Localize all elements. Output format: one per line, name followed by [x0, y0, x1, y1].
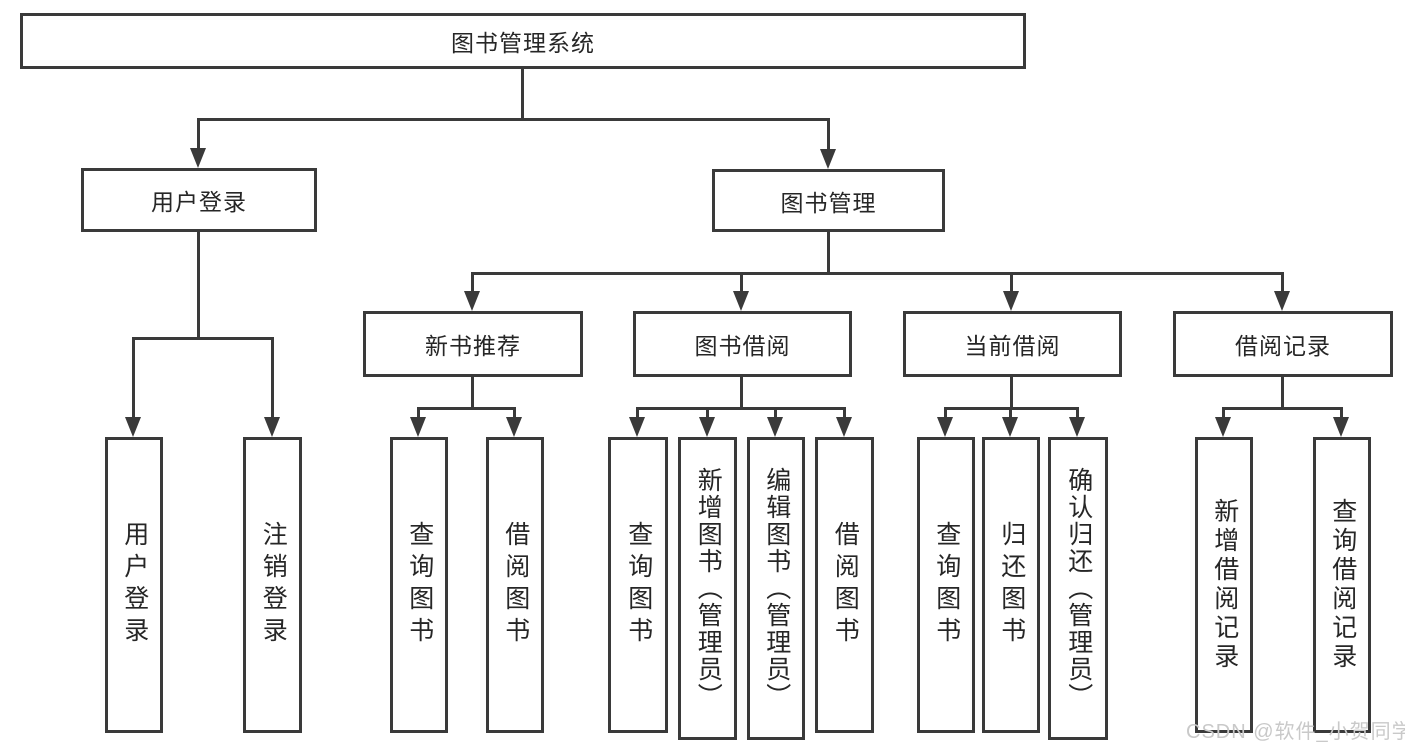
node-label: 图书管理 — [780, 189, 877, 216]
node-rec-borrow-book: 借阅图书 — [486, 437, 544, 733]
node-label: 查询图书 — [624, 521, 653, 649]
node-br-add-record: 新增借阅记录 — [1195, 437, 1253, 733]
node-label: 用户登录 — [151, 189, 247, 215]
connector-drop-user-login — [132, 337, 135, 420]
down-arrow-icon — [1333, 417, 1349, 437]
node-book-borrow: 图书借阅 — [633, 311, 852, 377]
connector-drop — [843, 407, 846, 420]
connector-new-book-stem — [471, 377, 474, 407]
connector-current-stem — [1010, 377, 1013, 407]
node-bb-add-book-admin: 新增图书（管理员） — [678, 437, 737, 740]
node-user-login-branch: 用户登录 — [81, 168, 317, 232]
node-label: 查询图书 — [405, 521, 434, 649]
down-arrow-icon — [1069, 417, 1085, 437]
connector-drop — [417, 407, 420, 420]
connector-drop-new-book — [471, 272, 474, 294]
connector-drop-records — [1281, 272, 1284, 294]
down-arrow-icon — [733, 291, 749, 311]
node-cb-query-book: 查询图书 — [917, 437, 975, 733]
node-rec-query-book: 查询图书 — [390, 437, 448, 733]
node-label: 归还图书 — [997, 521, 1026, 649]
node-label: 注销登录 — [259, 521, 288, 649]
connector-new-book-rail — [417, 407, 516, 410]
connector-drop — [1009, 407, 1012, 420]
connector-drop — [1222, 407, 1225, 420]
connector-user-branch-rail — [132, 337, 274, 340]
node-book-management-branch: 图书管理 — [712, 169, 945, 232]
node-label: 新增图书（管理员） — [694, 467, 723, 710]
connector-drop — [513, 407, 516, 420]
down-arrow-icon — [937, 417, 953, 437]
node-label: 借阅图书 — [501, 521, 530, 649]
node-label: 确认归还（管理员） — [1064, 467, 1093, 710]
node-bb-borrow-book: 借阅图书 — [815, 437, 874, 733]
node-new-book-recommend: 新书推荐 — [363, 311, 583, 377]
connector-records-rail — [1222, 407, 1343, 410]
down-arrow-icon — [1003, 291, 1019, 311]
down-arrow-icon — [125, 417, 141, 437]
connector-root-stem — [521, 69, 524, 118]
connector-borrow-rail — [636, 407, 846, 410]
node-label: 当前借阅 — [964, 333, 1061, 359]
down-arrow-icon — [1274, 291, 1290, 311]
down-arrow-icon — [767, 417, 783, 437]
node-label: 借阅记录 — [1235, 333, 1331, 359]
watermark: CSDN @软件_小贺同学 — [1186, 721, 1405, 743]
connector-book-branch-rail — [471, 272, 1284, 275]
connector-user-branch-stem — [197, 232, 200, 337]
node-label: 图书借阅 — [694, 333, 791, 359]
down-arrow-icon — [836, 417, 852, 437]
connector-drop — [774, 407, 777, 420]
down-arrow-icon — [464, 291, 480, 311]
connector-drop-user-branch — [197, 118, 200, 152]
connector-drop-logout — [271, 337, 274, 420]
node-bb-query-book: 查询图书 — [608, 437, 668, 733]
down-arrow-icon — [629, 417, 645, 437]
node-cb-return-book: 归还图书 — [982, 437, 1040, 733]
node-label: 新增借阅记录 — [1210, 498, 1239, 672]
node-user-login: 用户登录 — [105, 437, 163, 733]
down-arrow-icon — [1215, 417, 1231, 437]
connector-root-rail — [197, 118, 830, 121]
down-arrow-icon — [264, 417, 280, 437]
connector-drop-book-branch — [827, 118, 830, 152]
node-borrow-records: 借阅记录 — [1173, 311, 1393, 377]
down-arrow-icon — [410, 417, 426, 437]
node-bb-edit-book-admin: 编辑图书（管理员） — [747, 437, 805, 740]
node-logout: 注销登录 — [243, 437, 302, 733]
node-label: 查询图书 — [932, 521, 961, 649]
connector-drop-borrow — [740, 272, 743, 294]
node-br-query-record: 查询借阅记录 — [1313, 437, 1371, 733]
node-cb-confirm-return-admin: 确认归还（管理员） — [1048, 437, 1108, 740]
connector-drop — [944, 407, 947, 420]
connector-records-stem — [1281, 377, 1284, 407]
node-current-borrow: 当前借阅 — [903, 311, 1122, 377]
down-arrow-icon — [820, 149, 836, 169]
down-arrow-icon — [506, 417, 522, 437]
down-arrow-icon — [1002, 417, 1018, 437]
connector-drop — [1076, 407, 1079, 420]
connector-drop — [706, 407, 709, 420]
connector-drop — [1340, 407, 1343, 420]
down-arrow-icon — [699, 417, 715, 437]
connector-drop — [636, 407, 639, 420]
node-label: 新书推荐 — [425, 333, 521, 359]
connector-borrow-stem — [740, 377, 743, 407]
node-label: 图书管理系统 — [451, 30, 595, 56]
down-arrow-icon — [190, 148, 206, 168]
connector-drop-current — [1010, 272, 1013, 294]
node-label: 查询借阅记录 — [1328, 498, 1357, 672]
node-system-root: 图书管理系统 — [20, 13, 1026, 69]
node-label: 用户登录 — [120, 521, 149, 649]
connector-book-branch-stem — [827, 232, 830, 272]
node-label: 编辑图书（管理员） — [762, 467, 791, 710]
node-label: 借阅图书 — [831, 521, 860, 649]
